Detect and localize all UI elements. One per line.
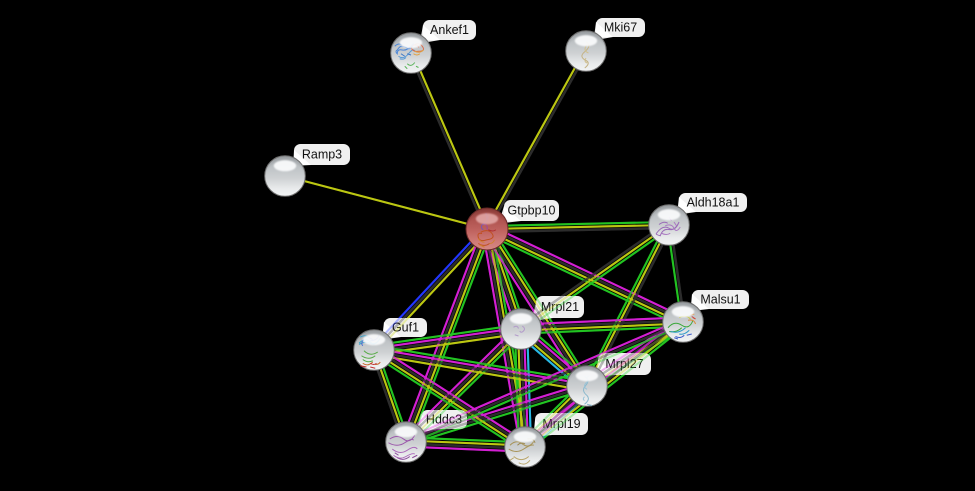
svg-text:Mrpl19: Mrpl19 — [542, 417, 580, 431]
svg-text:Mrpl27: Mrpl27 — [605, 357, 643, 371]
svg-text:Aldh18a1: Aldh18a1 — [687, 196, 740, 210]
svg-text:Mrpl21: Mrpl21 — [541, 300, 579, 314]
svg-text:Malsu1: Malsu1 — [700, 293, 740, 307]
svg-text:Gtpbp10: Gtpbp10 — [508, 204, 556, 218]
svg-text:Mki67: Mki67 — [604, 21, 637, 35]
svg-text:Ramp3: Ramp3 — [302, 148, 342, 162]
svg-text:Ankef1: Ankef1 — [430, 23, 469, 37]
svg-text:Hddc3: Hddc3 — [426, 413, 462, 427]
svg-text:Guf1: Guf1 — [392, 321, 419, 335]
